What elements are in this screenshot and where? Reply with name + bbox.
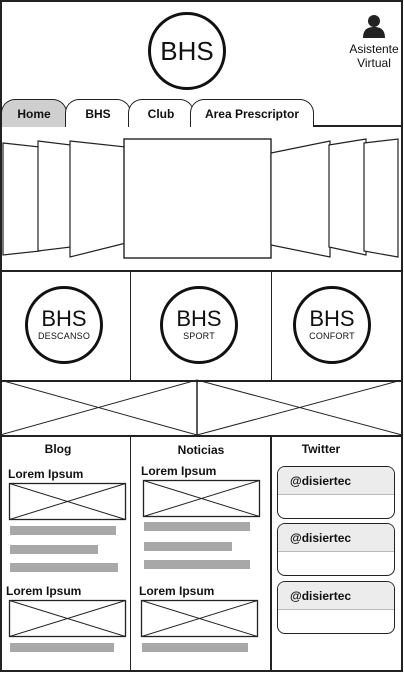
virtual-assistant-button[interactable]: Asistente Virtual [346,14,402,70]
carousel-slides [2,138,399,259]
carousel-slide-right-2 [328,138,367,256]
section-divider [0,270,403,272]
blog-item-title[interactable]: Lorem Ipsum [8,467,84,481]
text-placeholder-bar [10,563,118,572]
tweet-card[interactable]: @disiertec [277,581,395,634]
column-divider [270,436,272,670]
carousel-slide-right-3 [363,138,399,258]
tweet-handle: @disiertec [278,524,394,552]
image-placeholder [8,482,127,521]
tweet-card[interactable]: @disiertec [277,466,395,519]
carousel-slide-right-1 [270,140,331,258]
text-placeholder-bar [10,643,114,652]
banner-placeholder-right [196,379,403,436]
twitter-title: Twitter [301,442,341,456]
assistant-label: Asistente Virtual [349,42,399,70]
brand-sub: CONFORT [309,331,355,341]
text-placeholder-bar [10,545,98,554]
tweet-handle: @disiertec [278,582,394,610]
blog-title: Blog [44,442,72,456]
text-placeholder-bar [144,560,250,569]
text-placeholder-bar [144,542,232,551]
text-placeholder-bar [10,526,116,535]
tab-club-label: Club [147,106,175,121]
tab-home[interactable]: Home [1,99,67,127]
text-placeholder-bar [144,522,250,531]
brand-descanso[interactable]: BHS DESCANSO [25,286,103,364]
carousel-slide-left-1 [69,140,127,258]
blog-item-title[interactable]: Lorem Ipsum [6,584,82,598]
tab-bhs-label: BHS [85,106,111,121]
tab-area-prescriptor-label: Area Prescriptor [204,106,300,121]
tweet-card[interactable]: @disiertec [277,523,395,576]
carousel-slide-left-3 [2,142,41,256]
bhs-logo[interactable]: BHS [148,12,226,90]
brand-sub: DESCANSO [37,331,91,341]
column-divider [130,436,131,670]
brand-name: BHS [309,306,355,331]
image-placeholder [8,599,127,638]
news-title: Noticias [177,443,225,457]
carousel-slide-left-2 [37,140,72,252]
brand-name: BHS [176,306,222,331]
tab-club[interactable]: Club [128,99,194,127]
tab-home-label: Home [17,106,51,121]
news-item-title[interactable]: Lorem Ipsum [139,584,215,598]
carousel-slide-center [123,138,272,259]
tab-area-prescriptor[interactable]: Area Prescriptor [190,99,314,127]
tweet-handle: @disiertec [278,467,394,495]
tab-bhs[interactable]: BHS [65,99,131,127]
brand-name: BHS [41,306,87,331]
image-placeholder [142,479,261,518]
logo-text: BHS [160,35,214,66]
image-carousel[interactable] [0,127,403,270]
brand-sub: SPORT [183,331,215,341]
brand-confort[interactable]: BHS CONFORT [293,286,371,364]
section-divider [0,435,403,437]
user-icon [363,15,385,38]
column-divider [271,271,272,381]
column-divider [130,271,131,381]
banner-placeholders [0,379,403,436]
news-item-title[interactable]: Lorem Ipsum [141,464,217,478]
banner-placeholder-left [0,379,198,436]
brand-sport[interactable]: BHS SPORT [160,286,238,364]
image-placeholder [140,599,259,638]
text-placeholder-bar [142,643,248,652]
